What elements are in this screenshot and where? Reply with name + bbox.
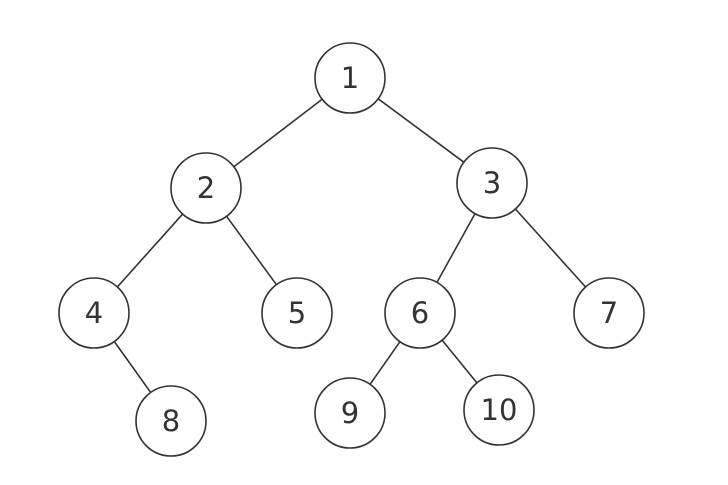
node-label: 3 [483, 166, 501, 200]
tree-node-9: 9 [314, 377, 386, 449]
node-circle [135, 385, 207, 457]
tree-node-8: 8 [135, 385, 207, 457]
edge-n6-n10 [441, 339, 478, 384]
tree-node-6: 6 [384, 277, 456, 349]
tree-edges [113, 98, 587, 393]
node-label: 9 [341, 396, 359, 430]
node-label: 8 [162, 404, 180, 438]
node-label: 7 [600, 296, 618, 330]
edge-n2-n5 [225, 215, 278, 286]
edge-n6-n9 [369, 341, 401, 385]
edge-n1-n3 [377, 98, 465, 163]
node-label: 10 [481, 393, 518, 427]
tree-node-1: 1 [314, 42, 386, 114]
edge-n1-n2 [233, 98, 323, 168]
node-circle [463, 374, 535, 446]
tree-node-10: 10 [463, 374, 535, 446]
edge-n2-n4 [116, 213, 184, 288]
node-circle [58, 277, 130, 349]
tree-node-3: 3 [456, 147, 528, 219]
node-label: 5 [288, 296, 306, 330]
tree-nodes: 1 2 3 4 5 6 7 8 9 10 [58, 42, 645, 457]
node-circle [314, 42, 386, 114]
node-label: 6 [411, 296, 429, 330]
tree-node-2: 2 [170, 152, 242, 224]
node-label: 2 [197, 171, 215, 205]
node-circle [170, 152, 242, 224]
tree-node-4: 4 [58, 277, 130, 349]
node-label: 1 [341, 61, 359, 95]
node-circle [261, 277, 333, 349]
edge-n3-n6 [436, 213, 476, 283]
node-circle [573, 277, 645, 349]
node-circle [384, 277, 456, 349]
edge-n3-n7 [514, 208, 587, 288]
node-label: 4 [85, 296, 103, 330]
node-circle [456, 147, 528, 219]
edge-n4-n8 [113, 341, 152, 393]
tree-node-5: 5 [261, 277, 333, 349]
tree-node-7: 7 [573, 277, 645, 349]
node-circle [314, 377, 386, 449]
